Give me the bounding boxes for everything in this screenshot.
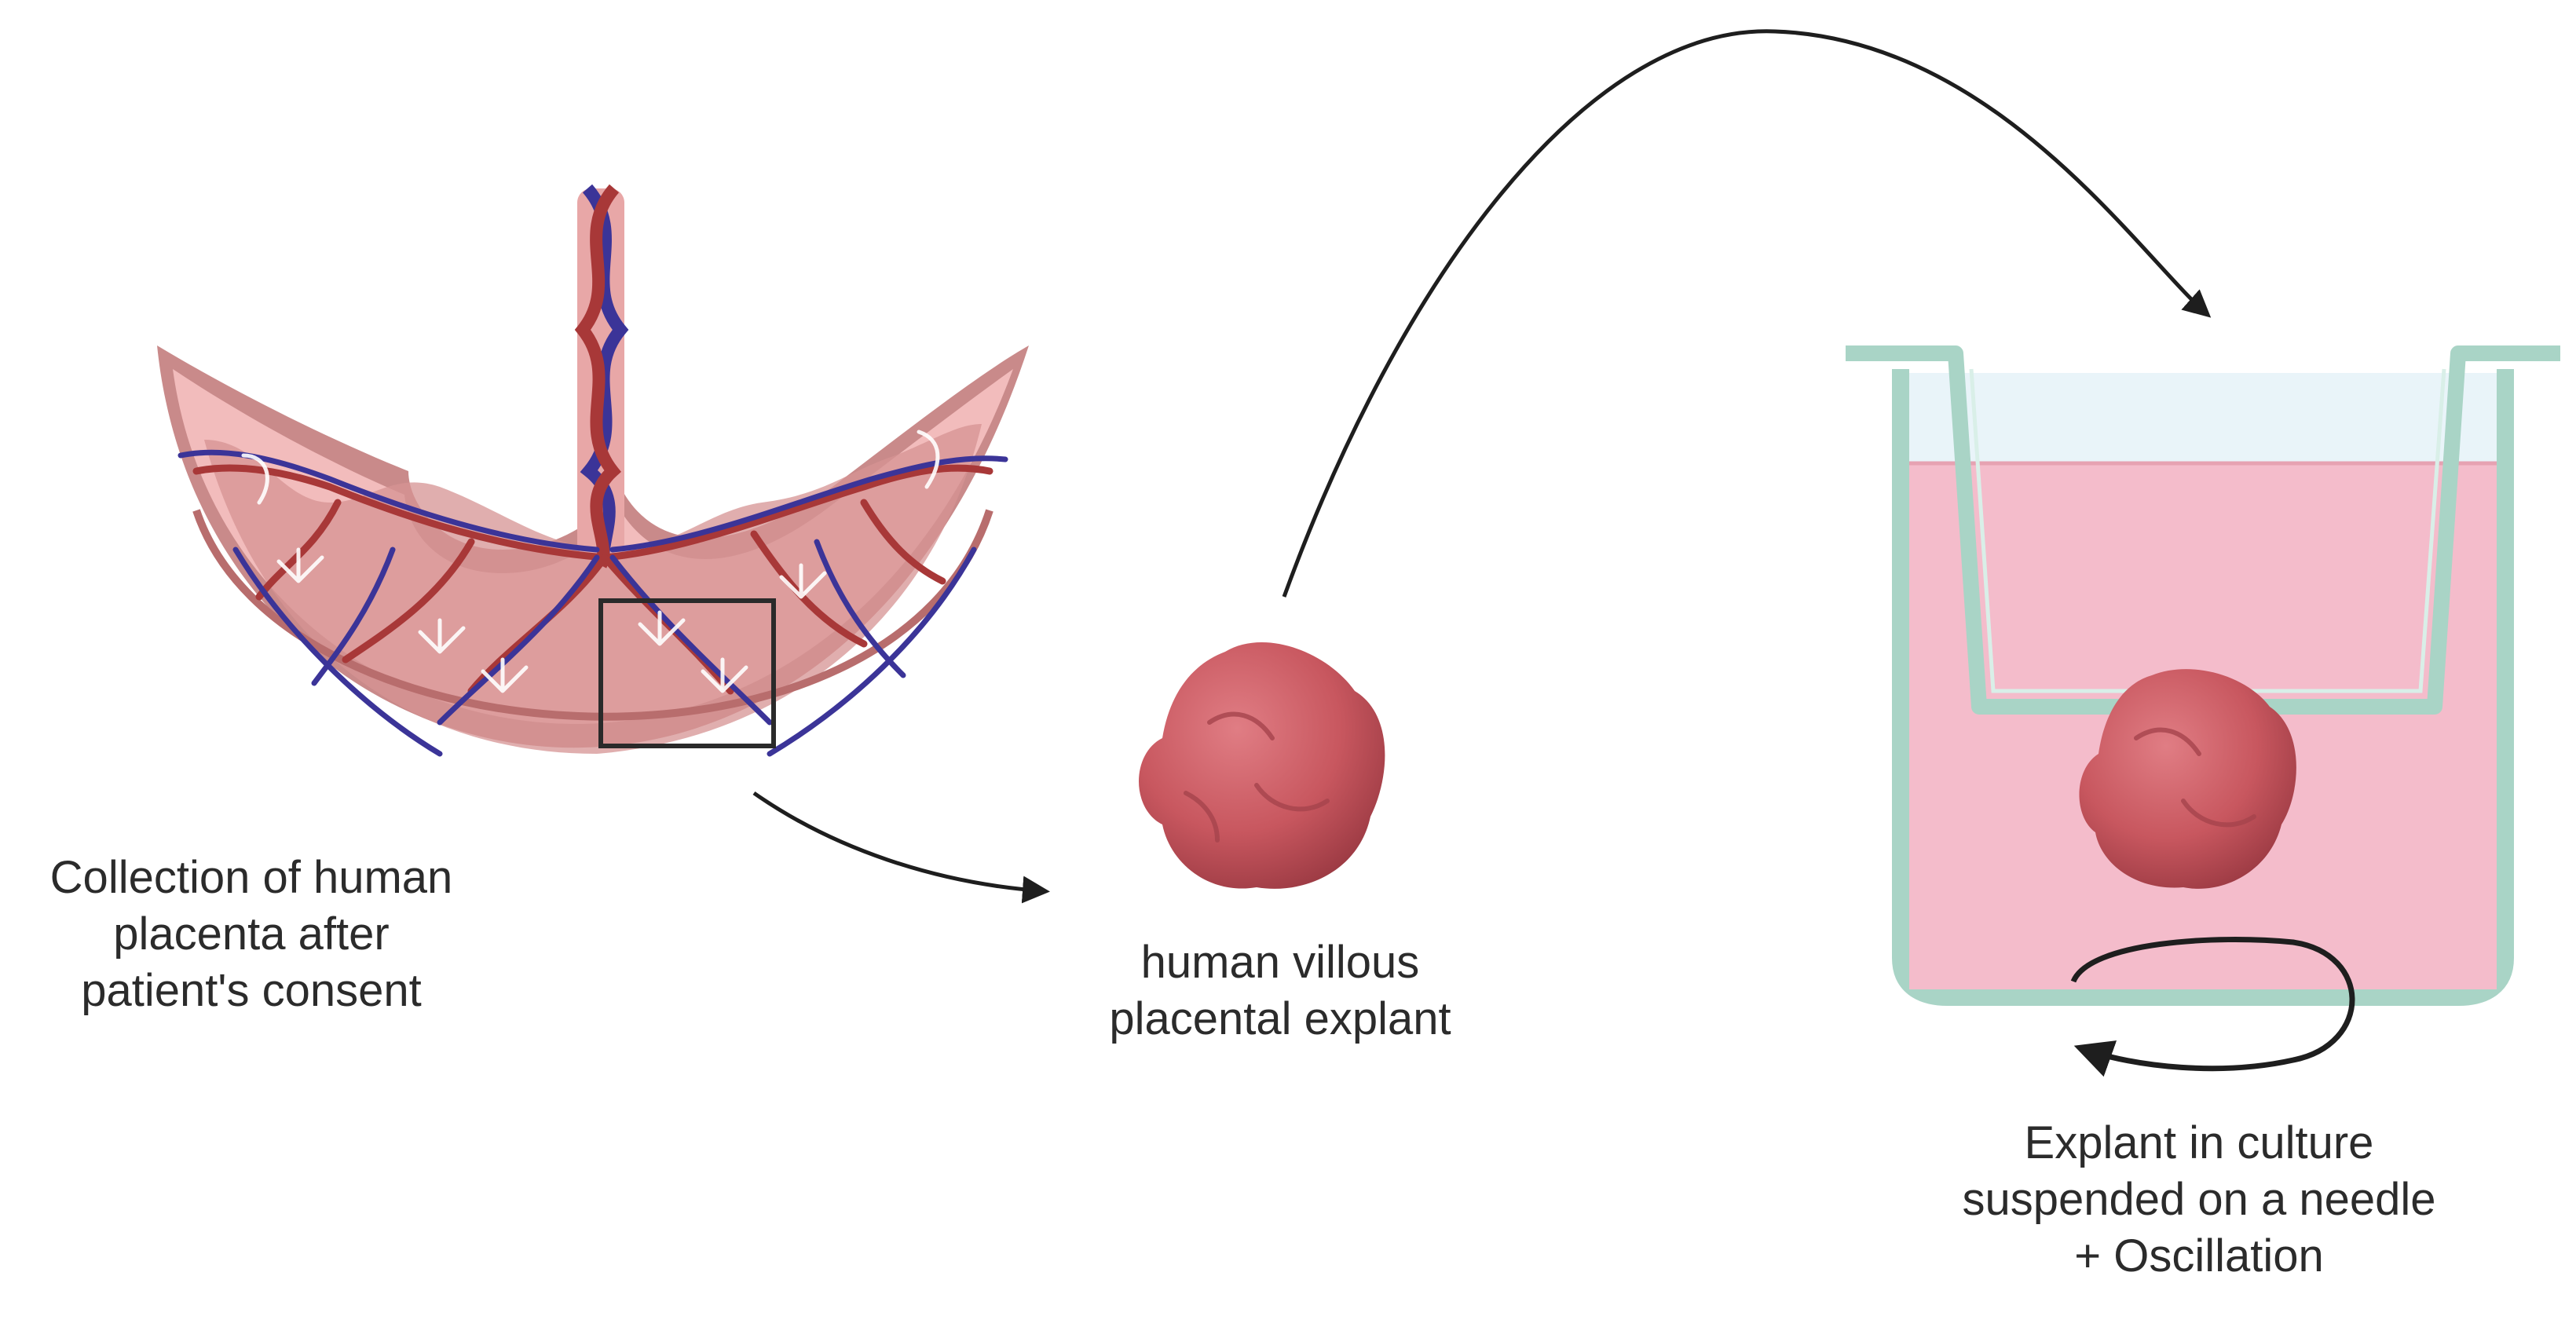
villous-trees: [241, 430, 940, 693]
medium-headspace: [1909, 373, 2497, 463]
caption-placenta-collection: Collection of human placenta after patie…: [0, 850, 503, 1019]
caption-line: suspended on a needle: [1962, 1174, 2436, 1225]
placental-veins: [177, 449, 1008, 757]
caption-villous-explant: human villous placental explant: [1005, 934, 1555, 1047]
well-outer-wall: [1892, 369, 2514, 1006]
umbilical-artery-coil: [574, 184, 621, 568]
arrow-to-explant: [752, 791, 1050, 904]
explant-in-culture: [2079, 669, 2296, 889]
explant-texture: [1184, 711, 1330, 843]
caption-line: Collection of human: [49, 852, 453, 903]
caption-line: human villous: [1140, 937, 1420, 988]
caption-line: placental explant: [1109, 993, 1451, 1044]
caption-line: placenta after: [113, 908, 390, 960]
explant-tissue: [1139, 642, 1385, 889]
caption-line: Explant in culture: [2024, 1117, 2374, 1168]
explant-in-culture-texture: [2134, 727, 2256, 828]
caption-line: + Oscillation: [2074, 1230, 2324, 1281]
culture-well-illustration: [1846, 345, 2560, 1077]
explant-shape: [1139, 642, 1385, 889]
placenta-illustration: [157, 184, 1029, 757]
placenta-basal-plate: [192, 509, 993, 721]
biopsy-selection-box: [598, 598, 776, 748]
arrow-to-culture: [1282, 29, 2212, 598]
oscillation-arrow: [2070, 937, 2355, 1077]
caption-explant-culture: Explant in culture suspended on a needle…: [1830, 1115, 2568, 1285]
caption-line: patient's consent: [81, 965, 422, 1016]
